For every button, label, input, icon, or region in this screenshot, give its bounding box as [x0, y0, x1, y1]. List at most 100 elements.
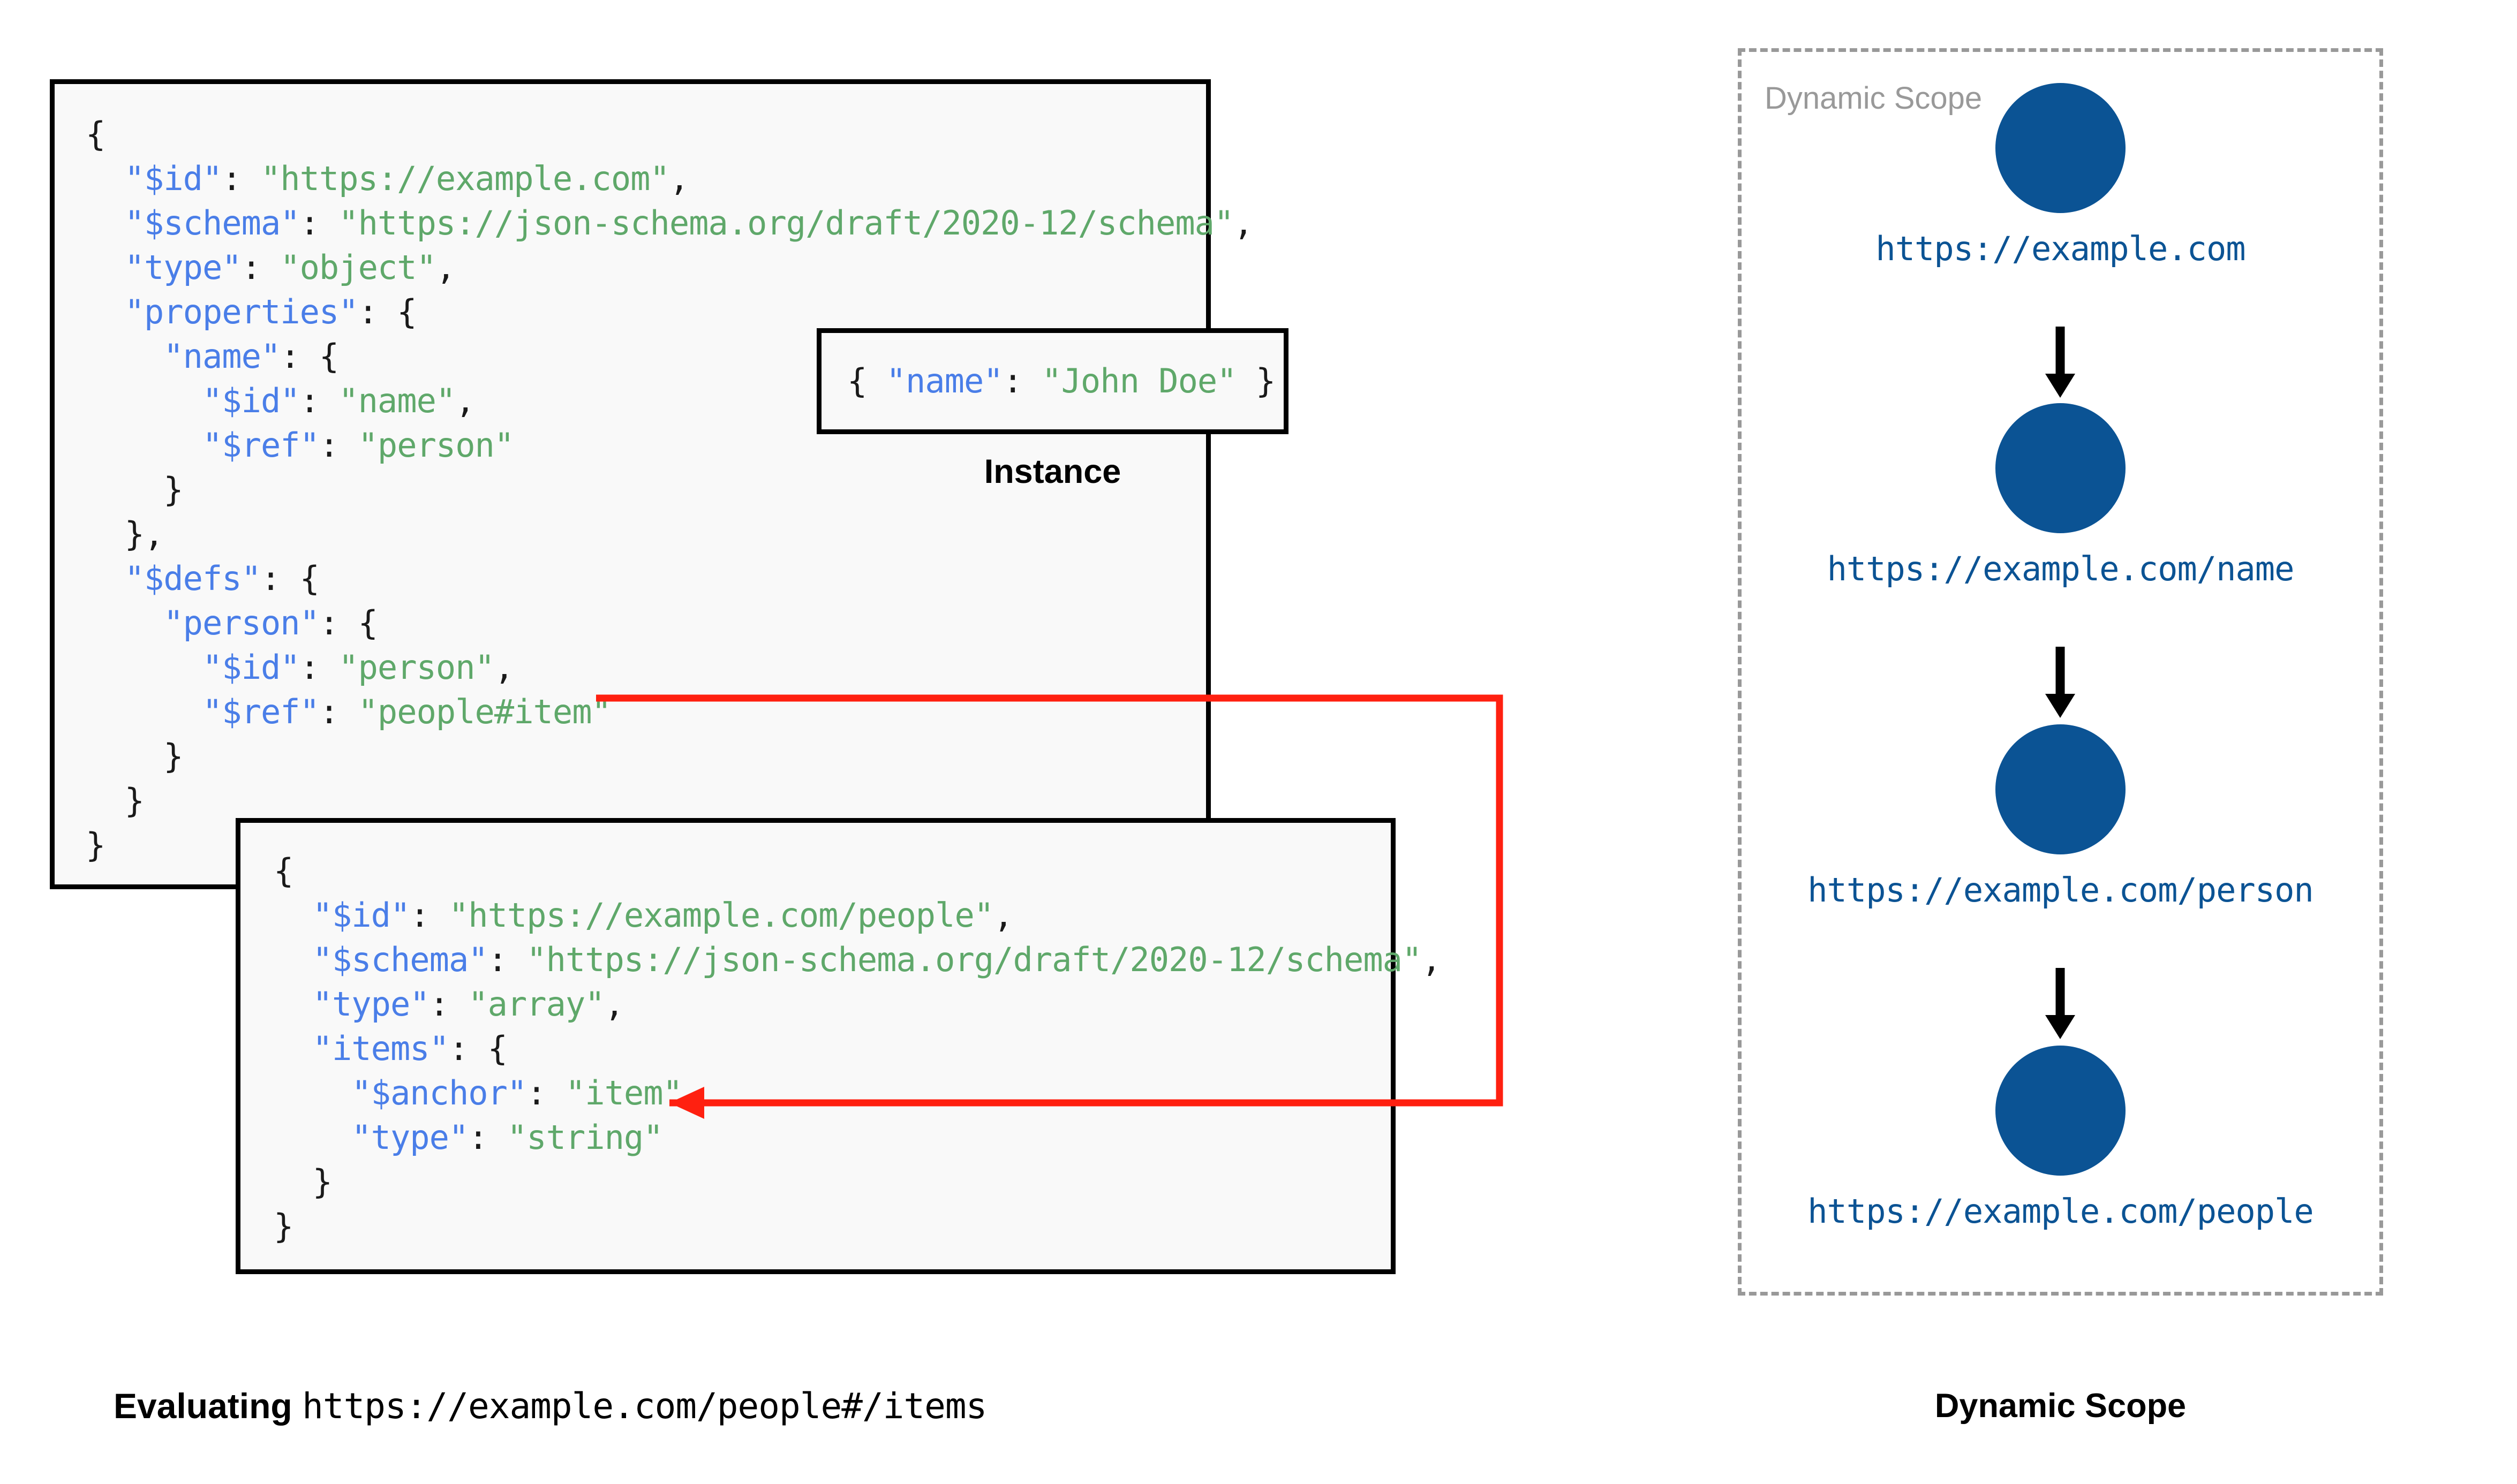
instance-caption: Instance — [984, 453, 1121, 490]
code-line: } — [274, 1204, 1441, 1248]
people-schema-code: { "$id": "https://example.com/people", "… — [274, 849, 1442, 1248]
code-token: : — [299, 381, 339, 420]
code-token — [86, 648, 202, 687]
dynamic-scope-panel — [1738, 48, 2383, 1296]
code-token: "$id" — [202, 381, 300, 420]
code-token: { — [86, 115, 105, 154]
code-token: "$id" — [202, 648, 300, 687]
root-schema-box: { "$id": "https://example.com", "$schema… — [50, 79, 1254, 889]
code-token: , — [1233, 203, 1253, 243]
code-token: "$ref" — [202, 692, 320, 731]
code-token — [86, 692, 202, 731]
code-token: : { — [260, 559, 320, 598]
code-token — [86, 603, 163, 642]
code-line: "$id": "name", — [86, 378, 1253, 423]
code-line: "$schema": "https://json-schema.org/draf… — [274, 937, 1442, 982]
code-token: }, — [86, 514, 164, 554]
code-token: "$defs" — [124, 559, 261, 598]
code-token: : — [1003, 361, 1042, 400]
code-token: "John Doe" — [1042, 361, 1237, 400]
code-line: } — [86, 778, 1253, 823]
code-token: : { — [448, 1029, 508, 1068]
code-token: , — [455, 381, 475, 420]
code-token — [86, 559, 125, 598]
code-token — [86, 159, 125, 198]
scope-node-2: https://example.com/person — [1738, 724, 2383, 910]
code-token — [274, 1029, 313, 1068]
code-token — [86, 337, 163, 376]
code-token: } — [86, 781, 145, 820]
code-token: "string" — [507, 1118, 664, 1157]
code-token: : — [429, 985, 469, 1024]
code-token: , — [435, 248, 456, 287]
code-token: "array" — [468, 985, 605, 1024]
reference-arrow-icon — [596, 694, 1503, 1119]
code-line: "$ref": "people#item" — [86, 690, 1253, 734]
code-token: "type" — [351, 1118, 469, 1157]
code-token: "name" — [338, 381, 456, 420]
code-token: "$schema" — [312, 940, 488, 979]
code-token: } — [274, 1162, 333, 1201]
code-token: : — [487, 940, 527, 979]
code-token: , — [604, 985, 624, 1024]
code-token: "$schema" — [124, 203, 300, 243]
code-line: "type": "array", — [274, 982, 1441, 1026]
code-token: : — [468, 1118, 507, 1157]
code-line: "person": { — [86, 601, 1253, 645]
code-token — [86, 381, 202, 420]
code-line: { — [274, 849, 1441, 893]
code-token — [274, 940, 313, 979]
scope-node-circle — [1995, 724, 2126, 854]
code-token — [86, 203, 125, 243]
code-token — [274, 1073, 351, 1112]
code-token: : — [222, 159, 261, 198]
code-token: } — [274, 1207, 293, 1246]
code-line: }, — [86, 512, 1253, 556]
code-token: : { — [358, 292, 417, 331]
code-token — [274, 985, 313, 1024]
code-token: "$id" — [312, 896, 411, 935]
code-token: "type" — [312, 985, 430, 1024]
code-token: , — [494, 648, 514, 687]
code-token: , — [669, 159, 689, 198]
code-token: "https://json-schema.org/draft/2020-12/s… — [526, 940, 1422, 979]
code-token: "person" — [358, 426, 515, 465]
dynamic-scope-panel-label: Dynamic Scope — [1765, 81, 1983, 116]
code-token: : — [241, 248, 281, 287]
scope-node-circle — [1995, 1046, 2126, 1176]
code-token: "person" — [338, 648, 495, 687]
evaluating-uri: https://example.com/people#/items — [302, 1385, 987, 1427]
people-schema-box: { "$id": "https://example.com/people", "… — [236, 818, 1442, 1274]
code-token: : — [319, 692, 358, 731]
code-token: : — [526, 1073, 566, 1112]
code-line: "$ref": "person" — [86, 423, 1253, 467]
code-token: "https://example.com/people" — [448, 896, 994, 935]
scope-arrow-down-icon-0 — [2045, 327, 2075, 398]
code-line: "$anchor": "item", — [274, 1071, 1441, 1115]
code-line: "name": { — [86, 334, 1253, 378]
scope-node-label: https://example.com — [1875, 229, 2245, 268]
code-token: "person" — [163, 603, 320, 642]
code-token: "$ref" — [202, 426, 320, 465]
evaluating-caption: Evaluating https://example.com/people#/i… — [114, 1385, 987, 1427]
code-token: , — [1421, 940, 1441, 979]
code-token: "item" — [565, 1073, 683, 1112]
code-token: "https://json-schema.org/draft/2020-12/s… — [338, 203, 1234, 243]
code-token: : — [410, 896, 449, 935]
code-token: "type" — [124, 248, 242, 287]
code-token: : { — [280, 337, 339, 376]
code-token: } — [1236, 361, 1276, 400]
code-line: "$schema": "https://json-schema.org/draf… — [86, 201, 1254, 245]
code-token: { — [847, 361, 886, 400]
code-line: { "name": "John Doe" } — [847, 359, 1276, 403]
code-line: "type": "string" — [274, 1115, 1441, 1160]
code-line: } — [86, 734, 1253, 778]
instance-code: { "name": "John Doe" } — [847, 359, 1276, 403]
code-token: , — [993, 896, 1013, 935]
code-token: : — [299, 648, 339, 687]
evaluating-label: Evaluating — [114, 1386, 292, 1426]
code-token: "name" — [886, 361, 1004, 400]
code-token: "properties" — [124, 292, 359, 331]
dynamic-scope-caption: Dynamic Scope — [1934, 1387, 2187, 1425]
scope-node-label: https://example.com/people — [1807, 1192, 2314, 1231]
